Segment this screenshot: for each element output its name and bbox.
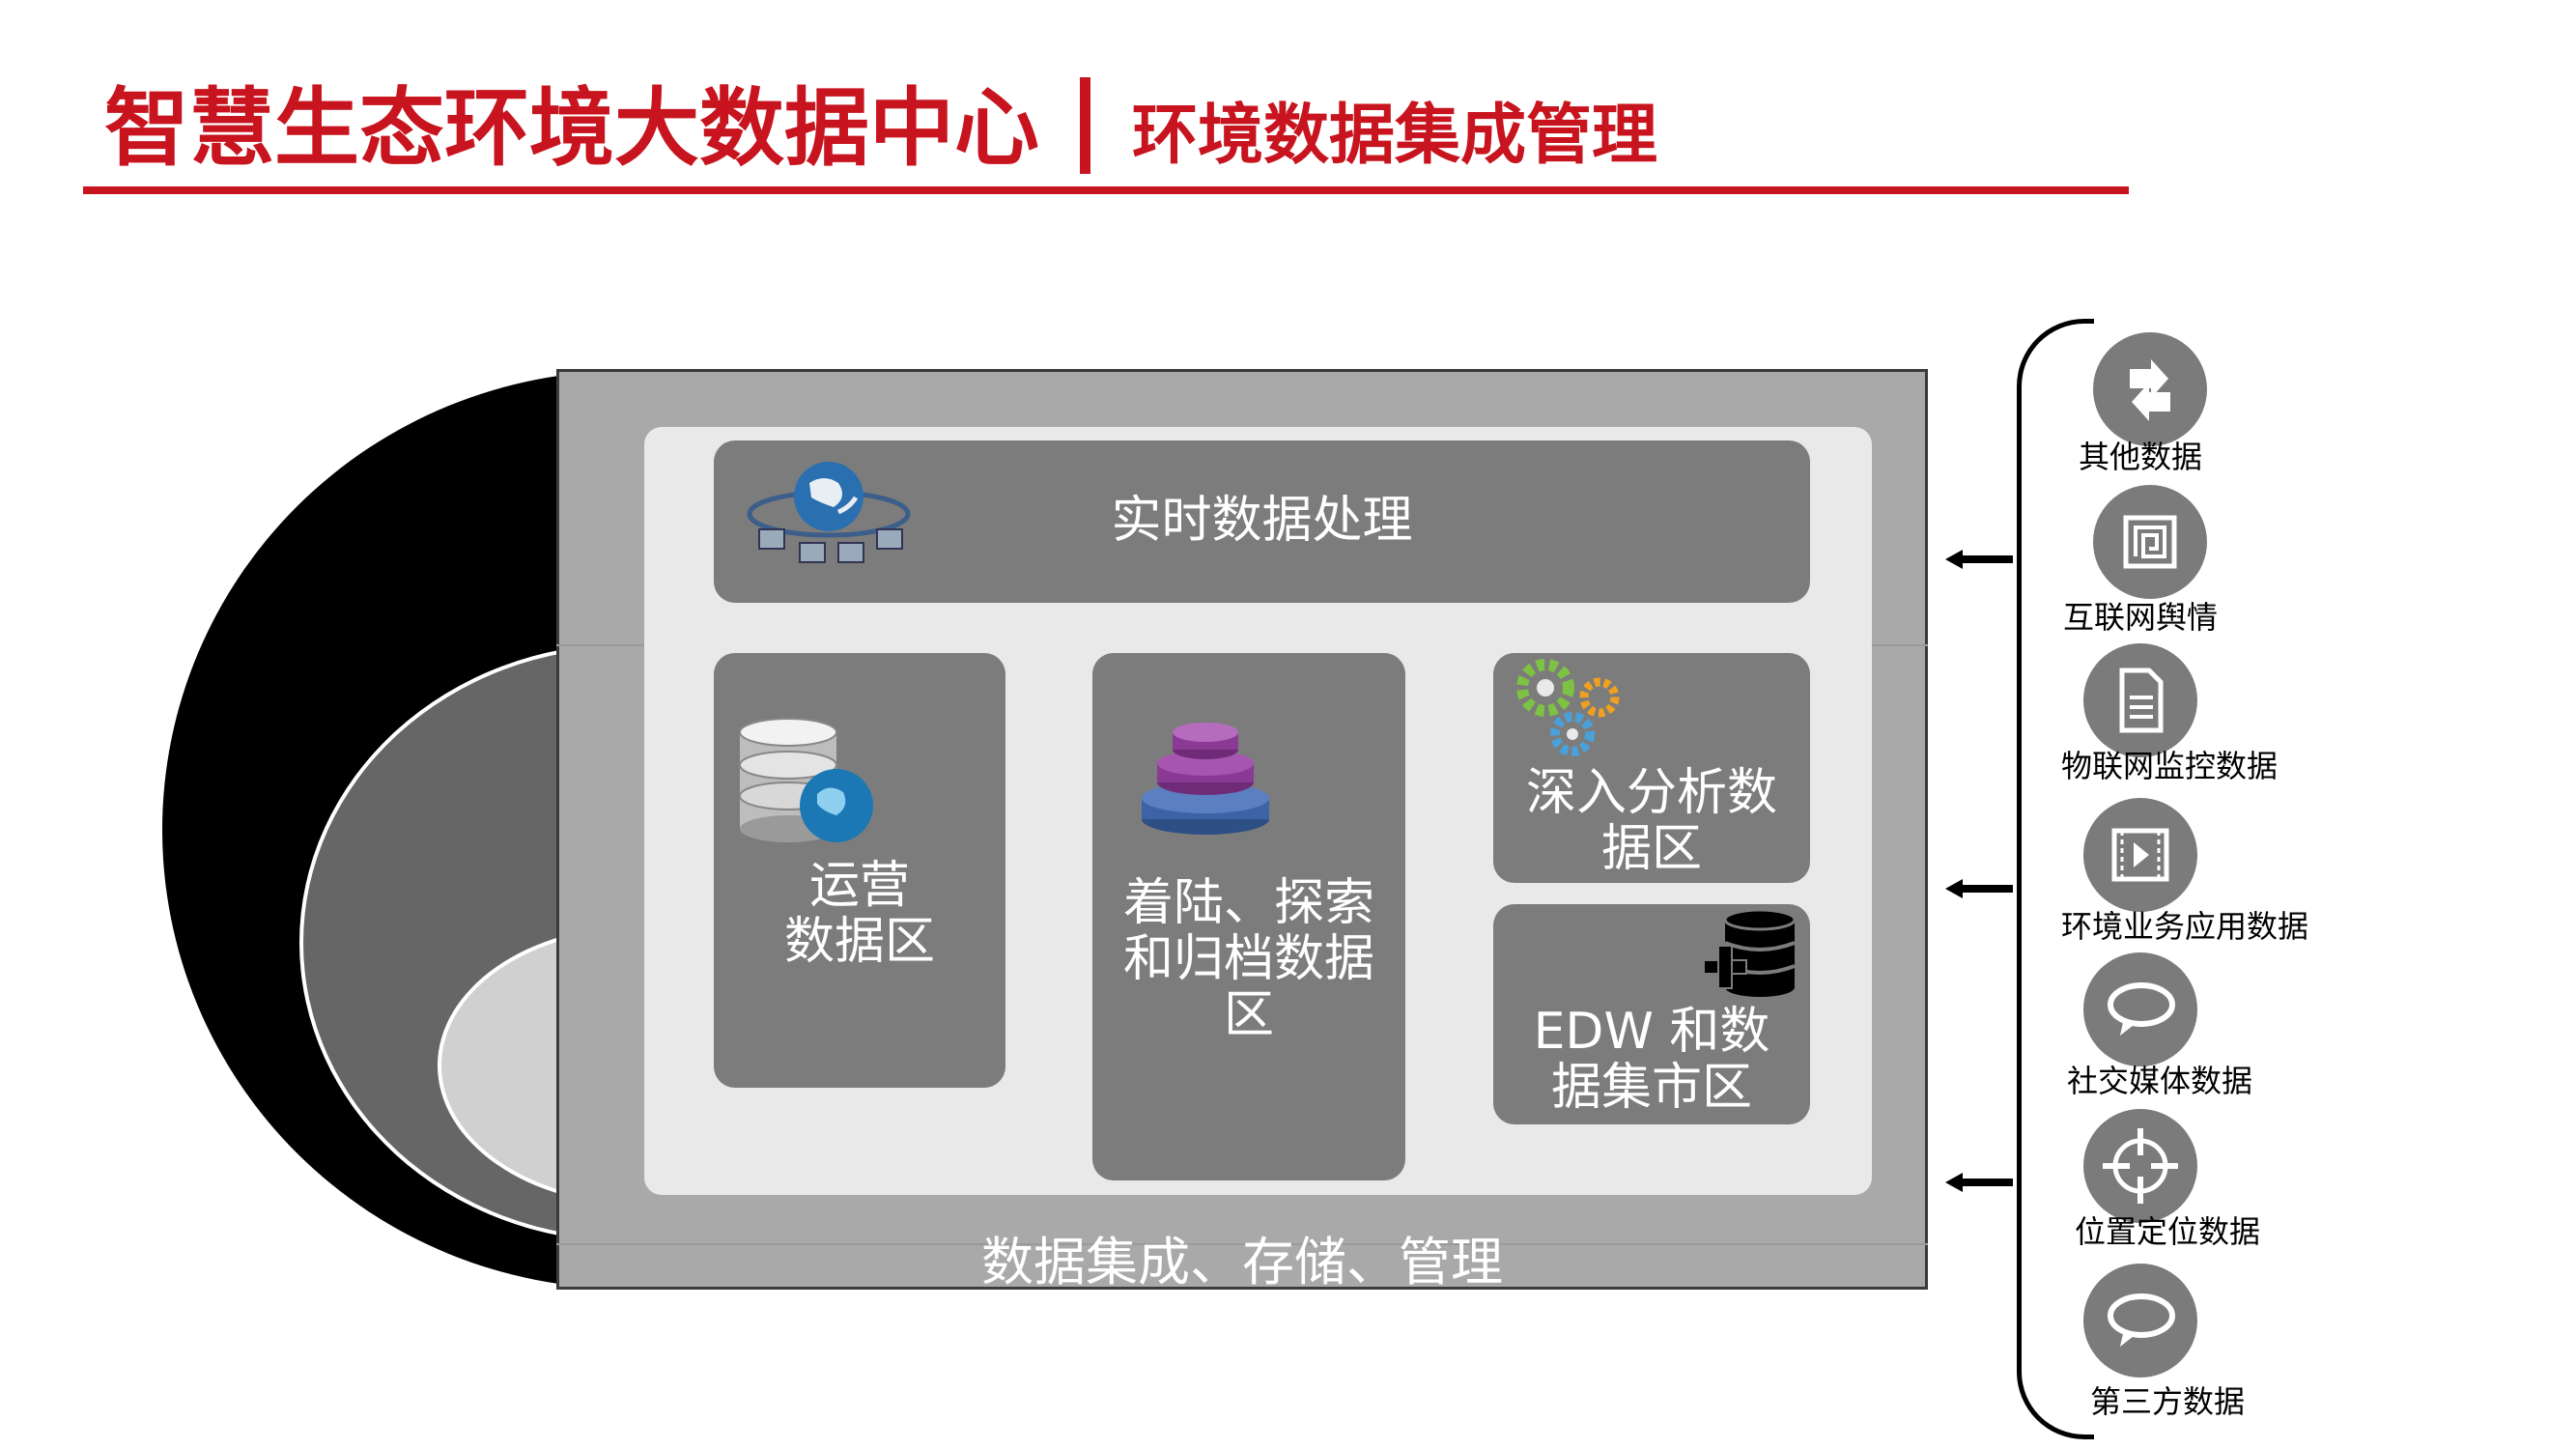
left-arrow-icon [1945, 879, 2013, 898]
video-player-icon [2083, 798, 2197, 912]
location-target-icon [2083, 1109, 2197, 1223]
source-label: 互联网舆情 [2062, 599, 2219, 636]
gears-icon [1516, 659, 1620, 756]
landing-archive-data-zone: 着陆、探索 和归档数据 区 [1092, 653, 1405, 1180]
network-globe-icon [747, 462, 911, 563]
left-arrow-icon [1945, 1173, 2013, 1192]
frame-gridline [556, 1243, 1928, 1245]
stacked-layers-icon [1142, 723, 1269, 835]
realtime-label: 实时数据处理 [1111, 492, 1413, 550]
spiral-square-icon [2093, 485, 2207, 599]
source-label: 社交媒体数据 [2066, 1063, 2253, 1099]
landing-label-line1: 着陆、探索 [1122, 874, 1374, 932]
database-add-icon [1703, 908, 1797, 997]
arrows-swap-icon [2093, 332, 2207, 446]
edw-data-mart-zone: EDW 和数 据集市区 [1493, 904, 1810, 1124]
source-label: 其他数据 [2078, 439, 2203, 475]
source-label: 物联网监控数据 [2060, 748, 2279, 784]
title-underline [83, 186, 2129, 194]
source-label: 位置定位数据 [2074, 1213, 2261, 1250]
ops-label-line2: 数据区 [783, 913, 935, 971]
sources-bracket [2017, 319, 2094, 1439]
deep-label-line1: 深入分析数 [1525, 764, 1777, 822]
source-label: 第三方数据 [2089, 1383, 2246, 1420]
ops-label: 运营 数据区 [714, 858, 1005, 970]
deep-label-line2: 据区 [1600, 820, 1702, 878]
source-label: 环境业务应用数据 [2060, 908, 2309, 945]
edw-label-line1: EDW 和数 [1533, 1003, 1770, 1061]
realtime-processing-block: 实时数据处理 [714, 440, 1810, 603]
deep-label: 深入分析数 据区 [1493, 765, 1810, 877]
landing-label-line2: 和归档数据 [1122, 930, 1374, 988]
edw-label: EDW 和数 据集市区 [1493, 1004, 1810, 1116]
page-subtitle: 环境数据集成管理 [1132, 98, 1658, 174]
left-arrow-icon [1945, 550, 2013, 569]
landing-label: 着陆、探索 和归档数据 区 [1092, 875, 1405, 1043]
edw-label-line2: 据集市区 [1550, 1059, 1752, 1117]
ops-label-line1: 运营 [808, 857, 910, 915]
speech-bubble-icon [2083, 952, 2197, 1066]
speech-bubble-icon [2083, 1264, 2197, 1378]
page-title: 智慧生态环境大数据中心 [104, 78, 1040, 178]
database-globe-icon [739, 718, 873, 842]
title-separator [1080, 77, 1090, 174]
document-icon [2083, 643, 2197, 757]
integration-storage-label: 数据集成、存储、管理 [981, 1232, 1503, 1293]
landing-label-line3: 区 [1223, 986, 1274, 1044]
